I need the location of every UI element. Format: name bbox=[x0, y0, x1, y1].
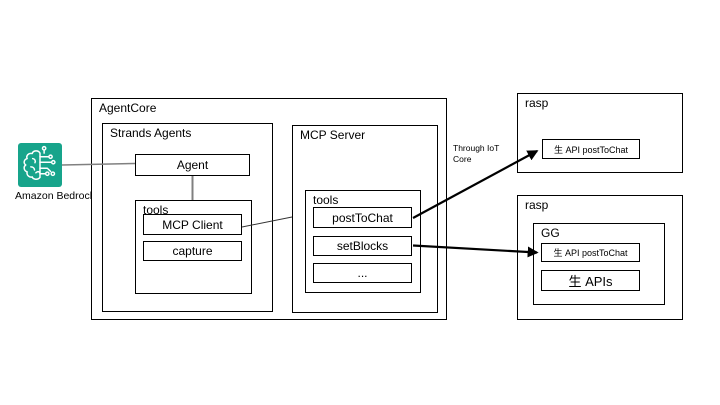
strands-agents-title: Strands Agents bbox=[110, 126, 192, 140]
setblocks-node: setBlocks bbox=[313, 236, 412, 256]
mcp-client-node: MCP Client bbox=[143, 214, 242, 235]
gg-title: GG bbox=[541, 226, 560, 240]
amazon-bedrock-node bbox=[18, 143, 62, 187]
mcp-server-title: MCP Server bbox=[300, 128, 366, 142]
rasp-top-api-node: 生 API postToChat bbox=[542, 139, 640, 159]
rasp-top-box: rasp bbox=[517, 93, 683, 173]
bedrock-label: Amazon Bedrock bbox=[15, 190, 95, 202]
ellipsis-node: ... bbox=[313, 263, 412, 283]
through-iot-core-label: Through IoT Core bbox=[453, 143, 500, 164]
gg-api-node: 生 API postToChat bbox=[541, 243, 640, 262]
mcp-server-tools-title: tools bbox=[313, 193, 339, 207]
bedrock-brain-circuit-icon bbox=[23, 145, 56, 180]
capture-node: capture bbox=[143, 241, 242, 261]
gg-apis-node: 生 APIs bbox=[541, 270, 640, 291]
rasp-bottom-title: rasp bbox=[525, 198, 549, 212]
gg-box: GG bbox=[533, 223, 665, 305]
strands-tools-title: tools bbox=[143, 203, 169, 217]
rasp-top-title: rasp bbox=[525, 96, 549, 110]
agentcore-title: AgentCore bbox=[99, 101, 157, 115]
posttochat-node: postToChat bbox=[313, 207, 412, 228]
agent-node: Agent bbox=[135, 154, 250, 176]
